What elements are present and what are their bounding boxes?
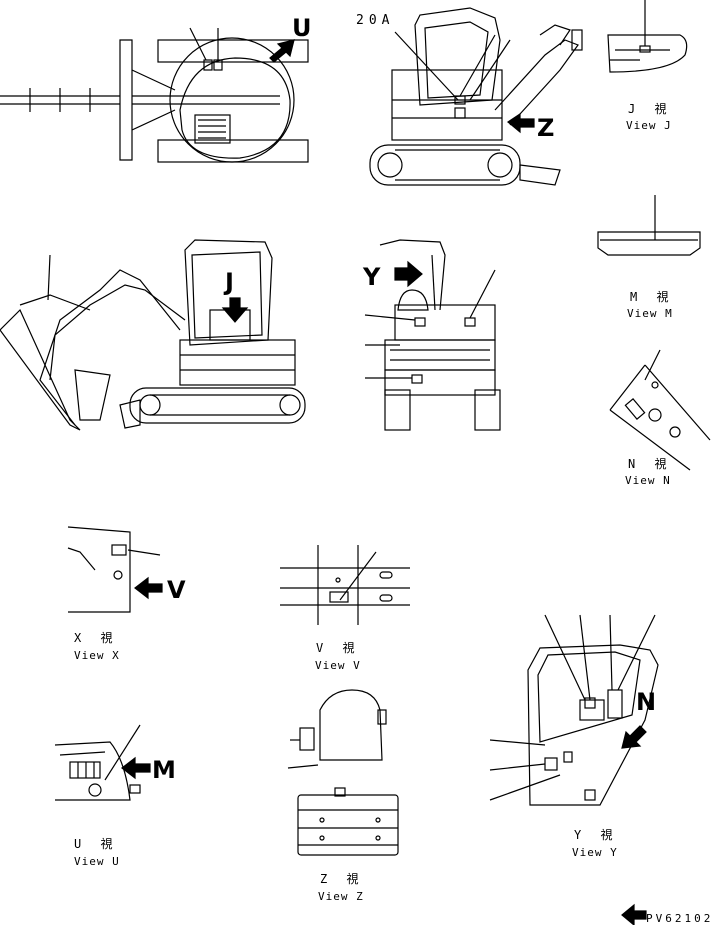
excavator-rear-view <box>364 239 501 431</box>
arrow-n-icon <box>621 725 647 749</box>
callout-v: V <box>167 576 186 604</box>
arrow-y-icon <box>394 260 423 288</box>
view-j-caption: View J <box>626 119 672 132</box>
callout-z: Z <box>537 114 555 142</box>
callout-u: U <box>292 14 312 42</box>
callout-j: J <box>225 268 234 296</box>
arrow-u-icon <box>269 39 295 63</box>
arrow-v-icon <box>134 576 163 600</box>
view-x-caption: View X <box>74 649 120 662</box>
view-z-detail <box>287 689 399 856</box>
view-n-detail <box>609 349 711 471</box>
label-20a: 20A <box>356 13 395 28</box>
view-u-caption: View U <box>74 855 120 868</box>
arrow-j-icon <box>221 297 249 323</box>
view-n-caption: View N <box>625 474 671 487</box>
view-m-detail <box>597 195 701 256</box>
excavator-side-view-front <box>0 239 306 431</box>
view-z-caption: View Z <box>318 890 364 903</box>
view-v-caption: View V <box>315 659 361 672</box>
excavator-top-view <box>0 27 309 163</box>
drawing-code: PV62102 <box>646 912 714 925</box>
view-x-kanji: X 視 <box>74 631 113 645</box>
view-y-kanji: Y 視 <box>574 828 613 842</box>
callout-y: Y <box>363 263 381 291</box>
view-j-kanji: J 視 <box>628 102 667 116</box>
view-u-kanji: U 視 <box>74 837 113 851</box>
view-m-caption: View M <box>627 307 673 320</box>
view-m-kanji: M 視 <box>630 290 669 304</box>
callout-n: N <box>636 688 657 716</box>
view-n-kanji: N 視 <box>628 457 667 471</box>
view-y-detail <box>489 614 659 806</box>
arrow-pv-icon <box>621 903 647 925</box>
view-u-detail <box>54 724 141 801</box>
arrow-m-icon <box>121 756 151 780</box>
excavator-side-view-rear <box>369 7 583 186</box>
view-v-detail <box>280 545 410 625</box>
view-v-kanji: V 視 <box>316 641 355 655</box>
view-z-kanji: Z 視 <box>320 872 359 886</box>
view-y-caption: View Y <box>572 846 618 859</box>
callout-m: M <box>152 756 176 784</box>
view-j-detail <box>607 0 688 73</box>
view-x-detail <box>67 526 161 613</box>
arrow-z-icon <box>506 112 535 134</box>
